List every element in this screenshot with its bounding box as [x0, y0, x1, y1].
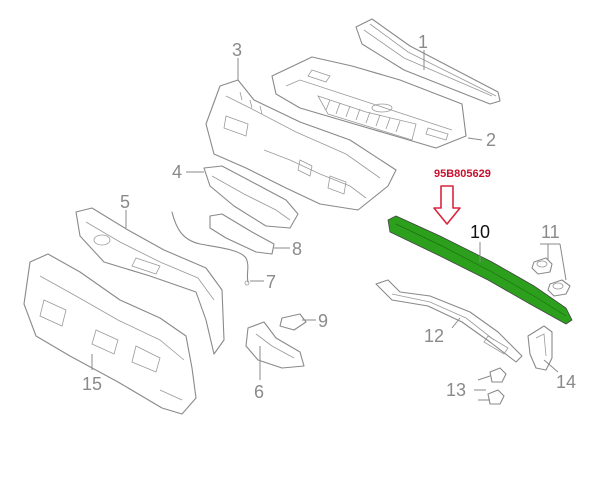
- part-10-highlighted-crossmember: [387, 215, 573, 325]
- callout-10: 10: [470, 222, 490, 242]
- part-7-cable: [171, 211, 250, 286]
- callout-6: 6: [254, 382, 264, 402]
- callout-12: 12: [424, 326, 444, 346]
- callout-14: 14: [556, 372, 576, 392]
- callout-5: 5: [120, 192, 130, 212]
- callout-1: 1: [418, 32, 428, 52]
- part-11-nuts: [531, 257, 571, 297]
- part-2-cowl-grille: [271, 56, 467, 149]
- part-12-lower-rail: [375, 279, 523, 363]
- callout-7: 7: [266, 272, 276, 292]
- part-4-bracket: [203, 165, 299, 229]
- callout-15: 15: [82, 374, 102, 394]
- indicator-arrow: [433, 185, 461, 225]
- callout-4: 4: [172, 162, 182, 182]
- part-8-bracket: [209, 213, 275, 255]
- part-9-clip: [279, 313, 307, 331]
- callout-11: 11: [541, 222, 560, 242]
- part-3-plenum-panel: [205, 79, 397, 211]
- part-5-bulkhead: [75, 207, 225, 355]
- part-13-bolts: [487, 367, 507, 405]
- part-1-cowl-seal: [355, 18, 501, 105]
- part-number-label: 95B805629: [434, 168, 491, 180]
- callout-leaders: [91, 50, 567, 401]
- callout-2: 2: [486, 130, 496, 150]
- callout-13: 13: [446, 380, 466, 400]
- part-15-lower-cowl: [23, 253, 197, 415]
- callout-9: 9: [318, 311, 328, 331]
- callout-3: 3: [232, 40, 242, 60]
- callout-8: 8: [292, 239, 302, 259]
